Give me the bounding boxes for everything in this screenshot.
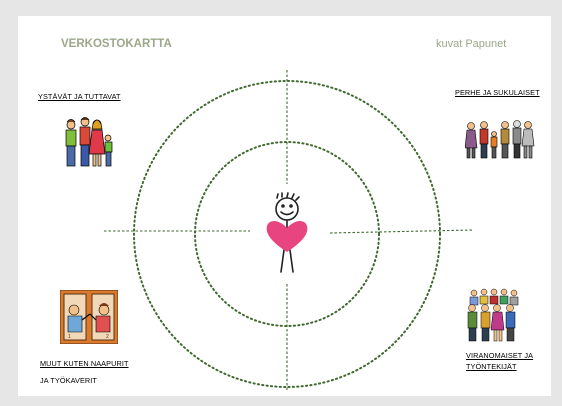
network-map-page: VERKOSTOKARTTA kuvat Papunet YSTÄVÄT JA … — [18, 16, 551, 396]
quadrant-label-officials-line2: TYÖNTEKIJÄT — [466, 362, 517, 371]
quadrant-label-friends: YSTÄVÄT JA TUTTAVAT — [38, 92, 121, 101]
image-credit: kuvat Papunet — [436, 38, 507, 50]
network-diagram — [104, 70, 474, 391]
axis-right — [329, 229, 474, 234]
quadrant-label-neighbors-line2: JA TYÖKAVERIT — [40, 376, 97, 385]
svg-text:2: 2 — [106, 334, 109, 340]
neighbors-icon: 1 2 — [60, 290, 118, 344]
page-title: VERKOSTOKARTTA — [61, 38, 172, 50]
friends-icon — [65, 117, 113, 167]
officials-icon — [467, 288, 519, 342]
svg-text:1: 1 — [68, 334, 71, 340]
quadrant-label-neighbors-line1: MUUT KUTEN NAAPURIT — [40, 359, 129, 368]
family-icon — [465, 120, 535, 159]
quadrant-label-officials-line1: VIRANOMAISET JA — [466, 351, 534, 360]
person-with-heart-icon — [266, 192, 308, 273]
quadrant-label-family: PERHE JA SUKULAISET — [455, 88, 540, 97]
